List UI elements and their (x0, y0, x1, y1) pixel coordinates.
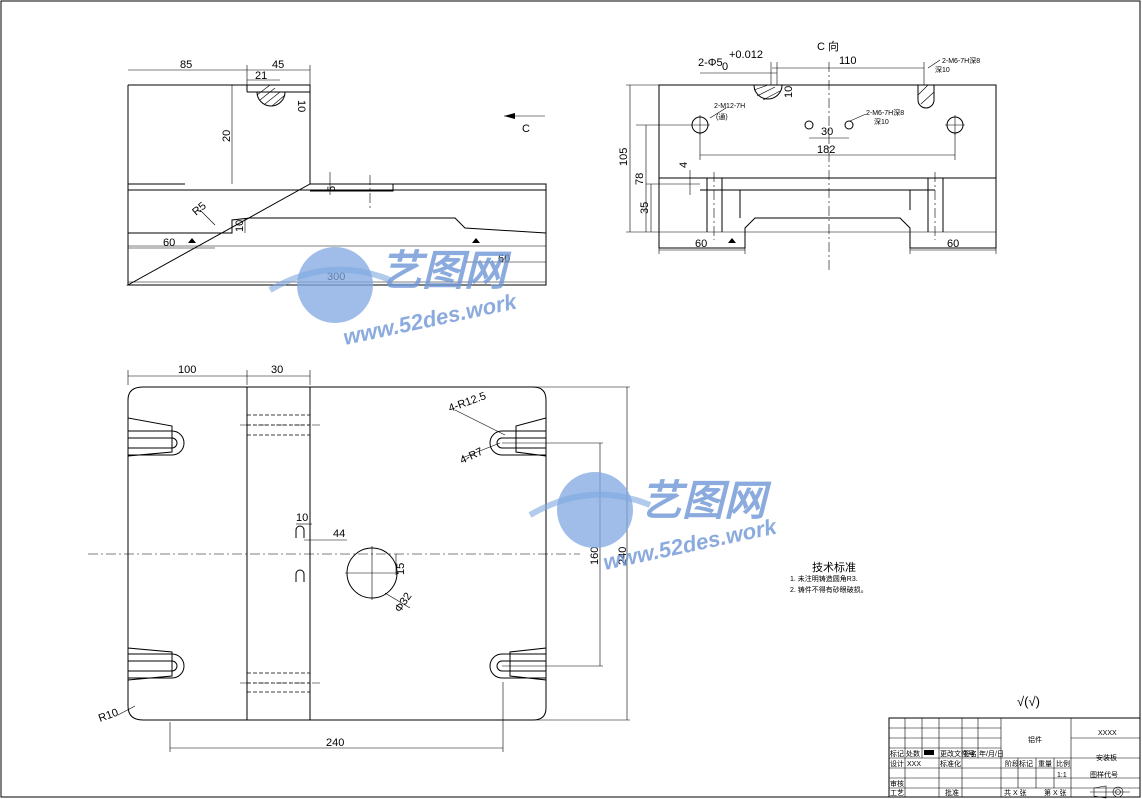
designer: XXX (907, 761, 921, 768)
sheet-count: 共 X 张 (1004, 788, 1027, 797)
plan-view: 100 30 4-R12.5 4-R7 10 44 15 Φ32 160 240… (88, 364, 630, 752)
note-m12-sub: (通) (716, 112, 728, 121)
part-name: 安装板 (1096, 753, 1117, 762)
std-label: 标准化 (940, 759, 961, 768)
designer-label: 设计 (890, 759, 904, 768)
dim-phi32: Φ32 (393, 591, 415, 615)
note-m6-top: 2-M6-7H深8 (942, 56, 980, 65)
sheet-no: 第 X 张 (1044, 788, 1067, 797)
side-view-title: C 向 (817, 39, 839, 53)
dim-5: 5 (326, 186, 338, 192)
dim-100: 100 (178, 364, 196, 376)
hole-dia-label: 2-Φ5 (698, 57, 723, 69)
stage-label: 阶段标记 (1005, 759, 1033, 768)
dim-4-R7: 4-R7 (458, 446, 485, 467)
dim-60-right: 60 (498, 253, 510, 265)
hole-tol-lower: 0 (722, 61, 728, 73)
dim-10: 10 (783, 86, 795, 98)
note-m6-mid: 2-M6-7H深8 (866, 108, 904, 117)
dim-240-vertical: 240 (617, 547, 629, 565)
dim-21: 21 (255, 70, 267, 82)
tech-req-title: 技术标准 (812, 560, 856, 574)
dim-20: 20 (221, 130, 233, 142)
material: 铝件 (1028, 735, 1042, 744)
dim-60-right: 60 (947, 238, 959, 250)
surface-roughness: √(√) (1017, 694, 1040, 709)
scale-label: 比例 (1056, 759, 1070, 768)
watermark-brand: 艺图网 (380, 247, 512, 294)
company: XXXX (1098, 730, 1117, 737)
side-outline (658, 84, 997, 249)
dim-105: 105 (618, 148, 630, 166)
projection-symbol-icon (1090, 785, 1130, 799)
drawing-no-label: 图样代号 (1090, 770, 1118, 779)
checker-label: 审核 (890, 779, 904, 788)
side-view: C 向 (618, 39, 997, 272)
rev-label-4: 签名 (963, 749, 977, 758)
watermark-1: 艺图网 www.52des.work (268, 247, 520, 350)
dim-R10: R10 (97, 707, 120, 725)
dim-30: 30 (271, 364, 283, 376)
m6-hole-left (804, 120, 814, 130)
dim-10a: 10 (295, 100, 307, 112)
dim-35: 35 (639, 202, 651, 214)
hole-tol-upper: +0.012 (729, 49, 763, 61)
tech-req-item-1: 1. 未注明铸造圆角R3. (790, 574, 858, 583)
dim-15: 15 (395, 563, 407, 575)
dim-60-left: 60 (695, 238, 707, 250)
dim-30: 30 (821, 126, 833, 138)
dim-240-horizontal: 240 (326, 737, 344, 749)
dim-60-left: 60 (163, 237, 175, 249)
m6-hole-right (844, 120, 854, 130)
dim-10b: 10 (234, 220, 246, 232)
dim-4-R12-5: 4-R12.5 (447, 390, 488, 415)
rev-label-0: 标记 (890, 749, 904, 758)
dim-110: 110 (839, 55, 857, 67)
note-m6-mid-sub: 深10 (874, 117, 889, 126)
dim-4: 4 (678, 162, 690, 168)
approve-label: 批准 (945, 788, 959, 797)
watermark-2: 艺图网 www.52des.work (528, 472, 780, 575)
note-m12: 2-M12-7H (714, 103, 745, 110)
rev-label-3: 更改文件号 (940, 749, 975, 758)
weight-label: 重量 (1038, 760, 1052, 768)
date-label: 年/月/日 (979, 749, 1004, 758)
view-arrow-label: C (522, 123, 530, 135)
plan-outline (127, 386, 547, 721)
process-label: 工艺 (890, 789, 904, 797)
dim-78: 78 (634, 173, 646, 185)
watermark-brand: 艺图网 (640, 477, 772, 524)
dim-182: 182 (817, 144, 835, 156)
scale: 1:1 (1057, 772, 1067, 779)
dim-44: 44 (333, 528, 345, 540)
dim-10: 10 (296, 512, 308, 524)
dim-45: 45 (272, 59, 284, 71)
dim-85: 85 (180, 59, 192, 71)
tech-requirements: 技术标准 1. 未注明铸造圆角R3. 2. 铸件不得有砂眼破损。 (790, 560, 868, 594)
rev-label-1: 处数 (906, 749, 920, 758)
dim-160: 160 (589, 547, 601, 565)
note-m6-top-sub: 深10 (935, 65, 950, 74)
tech-req-item-2: 2. 铸件不得有砂眼破损。 (790, 585, 868, 594)
title-block: 标记 处数 更改文件号 签名 年/月/日 设计 XXX 标准化 审核 工艺 批准… (888, 717, 1141, 799)
